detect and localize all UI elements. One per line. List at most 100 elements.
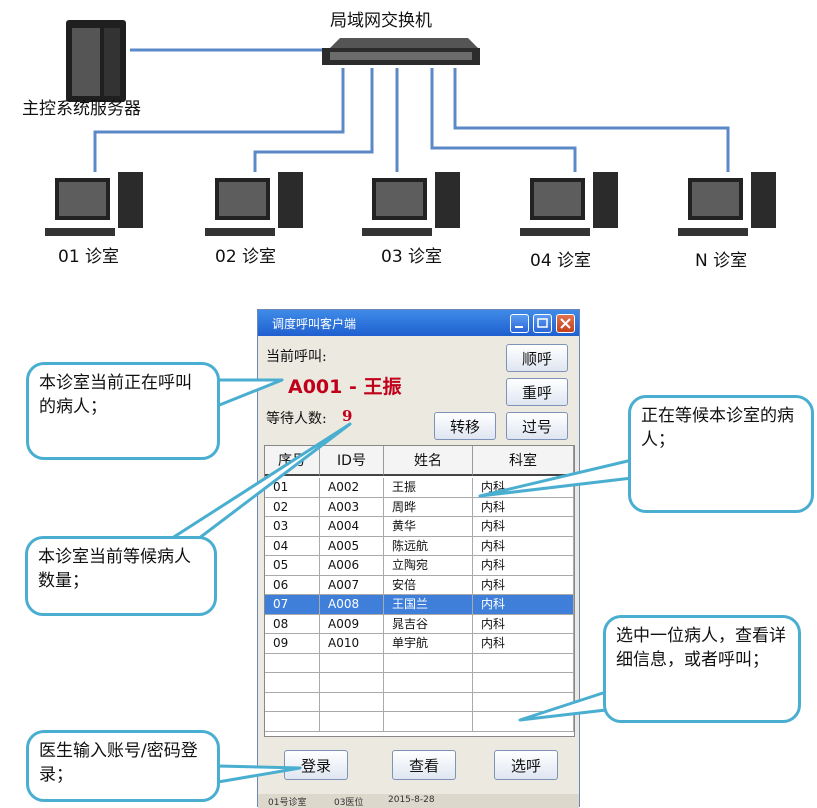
status-bar: 01号诊室 03医位 2015-8-28 (258, 794, 579, 808)
table-cell: 单宇航 (384, 634, 473, 654)
table-cell: A002 (320, 478, 384, 498)
table-cell: 09 (265, 634, 320, 654)
table-cell: 王振 (384, 478, 473, 498)
computer-icon-02 (205, 172, 303, 236)
header-dept: 科室 (473, 446, 574, 476)
table-cell: A008 (320, 595, 384, 615)
clinic-label-03: 03 诊室 (381, 247, 443, 267)
table-row[interactable] (265, 673, 574, 693)
table-cell: 内科 (473, 614, 574, 634)
shunhu-button[interactable]: 顺呼 (506, 344, 568, 372)
status-clinic: 01号诊室 (268, 798, 307, 808)
server-label: 主控系统服务器 (22, 99, 141, 119)
network-lines (93, 48, 730, 172)
table-cell: A007 (320, 575, 384, 595)
current-call-value: A001 - 王振 (288, 376, 402, 398)
minimize-icon[interactable] (510, 314, 529, 333)
table-row[interactable] (265, 653, 574, 673)
maximize-icon[interactable] (533, 314, 552, 333)
table-row[interactable] (265, 712, 574, 732)
callout-doctor-login: 医生输入账号/密码登录； (26, 730, 220, 802)
link-04 (430, 68, 577, 172)
switch-icon (322, 38, 480, 65)
client-window: 调度呼叫客户端 当前呼叫: A001 - 王振 等待人数: 9 顺呼 重呼 转移… (257, 309, 580, 808)
skip-button[interactable]: 过号 (506, 412, 568, 440)
computer-icon-n (678, 172, 776, 236)
link-01 (93, 68, 345, 172)
table-cell: 内科 (473, 536, 574, 556)
link-02 (253, 68, 374, 172)
computer-icon-03 (362, 172, 460, 236)
status-date: 2015-8-28 (388, 795, 435, 805)
table-cell: 07 (265, 595, 320, 615)
table-cell: 内科 (473, 517, 574, 537)
table-cell (320, 653, 384, 673)
header-id: ID号 (320, 446, 384, 476)
callout-select-patient: 选中一位病人，查看详细信息，或者呼叫； (603, 615, 801, 723)
window-title: 调度呼叫客户端 (272, 317, 357, 331)
table-cell: A003 (320, 497, 384, 517)
table-cell: A010 (320, 634, 384, 654)
switch-label: 局域网交换机 (330, 11, 432, 31)
select-call-button[interactable]: 选呼 (494, 750, 558, 780)
table-cell: 内科 (473, 497, 574, 517)
pointer-current (210, 378, 284, 410)
view-button[interactable]: 查看 (392, 750, 456, 780)
table-cell (384, 653, 473, 673)
table-cell: 内科 (473, 575, 574, 595)
table-cell: 03 (265, 517, 320, 537)
table-cell: 内科 (473, 556, 574, 576)
status-position: 03医位 (334, 798, 364, 808)
close-icon[interactable] (556, 314, 575, 333)
table-cell (265, 673, 320, 693)
chonghu-button[interactable]: 重呼 (506, 378, 568, 406)
callout-pointers (164, 378, 634, 784)
table-cell (473, 653, 574, 673)
table-cell (384, 712, 473, 732)
pointer-waiting-patients (478, 458, 634, 498)
table-cell: 08 (265, 614, 320, 634)
table-cell (384, 673, 473, 693)
server-icon (66, 20, 126, 102)
current-call-label: 当前呼叫: (266, 349, 327, 365)
table-cell: 04 (265, 536, 320, 556)
table-cell: 王国兰 (384, 595, 473, 615)
table-cell: 安倍 (384, 575, 473, 595)
table-cell: 内科 (473, 634, 574, 654)
callout-waiting-patients: 正在等候本诊室的病人； (628, 395, 814, 513)
table-cell (265, 692, 320, 712)
pointer-login (216, 764, 302, 784)
table-cell: A009 (320, 614, 384, 634)
callout-waiting-count: 本诊室当前等候病人数量； (25, 536, 217, 616)
table-cell: 陈远航 (384, 536, 473, 556)
link-n (453, 68, 730, 172)
table-cell: 黄华 (384, 517, 473, 537)
table-cell: 立陶宛 (384, 556, 473, 576)
transfer-button[interactable]: 转移 (434, 412, 496, 440)
waiting-label: 等待人数: (266, 411, 327, 427)
table-cell: 02 (265, 497, 320, 517)
waiting-count: 9 (342, 407, 353, 425)
clinic-label-02: 02 诊室 (215, 247, 277, 267)
table-cell: 晁吉谷 (384, 614, 473, 634)
window-titlebar: 调度呼叫客户端 (258, 310, 579, 336)
table-cell (473, 712, 574, 732)
table-cell (320, 692, 384, 712)
table-cell (473, 673, 574, 693)
table-cell: 周晔 (384, 497, 473, 517)
network-diagram (45, 20, 776, 236)
table-cell: 01 (265, 478, 320, 498)
table-cell: A005 (320, 536, 384, 556)
computer-icon-01 (45, 172, 143, 236)
login-button[interactable]: 登录 (284, 750, 348, 780)
table-cell: 06 (265, 575, 320, 595)
